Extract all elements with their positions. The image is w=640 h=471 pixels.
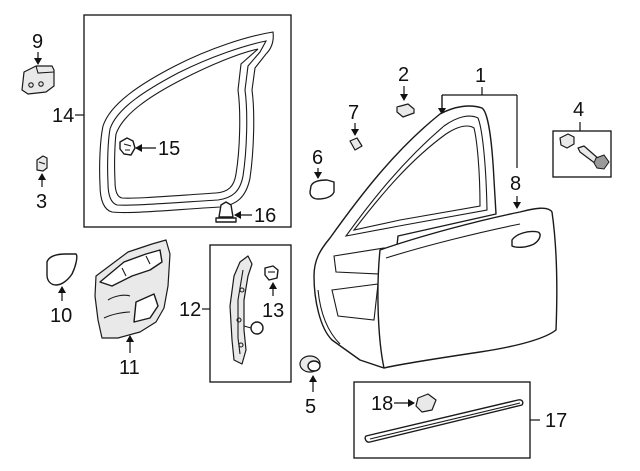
callout-1: 1 — [475, 65, 486, 87]
hinge-bolt-4b — [577, 145, 610, 170]
bumper-5 — [299, 355, 321, 373]
callout-18: 18 — [371, 393, 393, 415]
door-shell-1 — [313, 105, 497, 369]
callout-13: 13 — [262, 300, 284, 322]
callout-7: 7 — [348, 102, 359, 124]
bolt-13a — [264, 265, 279, 281]
callout-4: 4 — [573, 99, 584, 121]
callout-5: 5 — [305, 396, 316, 418]
callout-16: 16 — [254, 205, 276, 227]
leader-1 — [441, 87, 517, 108]
molding-clip-18 — [415, 393, 437, 413]
callout-11: 11 — [119, 357, 140, 379]
callout-14: 14 — [52, 105, 74, 127]
mirror-pad-6 — [309, 179, 335, 200]
callout-12: 12 — [179, 299, 201, 321]
door-bracket-9 — [21, 65, 55, 95]
callout-6: 6 — [312, 147, 323, 169]
callout-17: 17 — [545, 410, 567, 432]
bolt-group-box — [552, 130, 612, 178]
hinge-bolt-4a — [559, 133, 575, 149]
reinforcement-bracket — [229, 255, 253, 365]
bolt-13b — [243, 321, 264, 335]
door-weatherstrip — [99, 31, 274, 214]
callout-3: 3 — [36, 191, 47, 213]
pad-10 — [46, 253, 78, 286]
belt-molding-17 — [364, 399, 524, 443]
outer-panel-8 — [377, 207, 558, 369]
callout-15: 15 — [158, 138, 180, 160]
callout-10: 10 — [50, 305, 72, 327]
clip-3 — [36, 155, 48, 172]
clip-7 — [349, 137, 363, 151]
weatherstrip-clip-16 — [215, 201, 237, 223]
stopper-2 — [396, 103, 415, 118]
callout-2: 2 — [398, 64, 409, 86]
callout-8: 8 — [510, 173, 521, 195]
weatherstrip-clip-15 — [119, 137, 136, 156]
water-shield-11 — [94, 239, 171, 339]
callout-9: 9 — [32, 31, 43, 53]
reinforcement-group-box — [209, 244, 292, 383]
weatherstrip-group-box — [83, 14, 292, 228]
